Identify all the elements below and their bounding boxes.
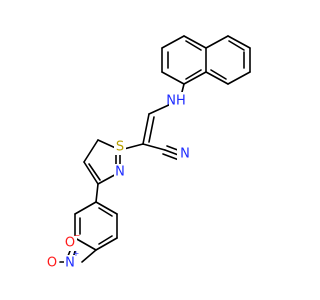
thiazole-n-label: N: [115, 165, 125, 180]
nitro-o-top-charge: −: [74, 231, 81, 240]
nitro-o-top-label: O: [65, 236, 75, 251]
naphthalene-ring: [161, 35, 251, 85]
nitro-n-charge: +: [73, 249, 80, 258]
nitro-n-label: N: [65, 256, 75, 271]
nitrile-n-label: N: [180, 147, 190, 162]
thiazole-ring: [83, 139, 144, 185]
thiazole-s-label: S: [116, 140, 124, 155]
nh-label: NH: [166, 94, 186, 109]
structure-drawing: NH N S N N + O − O: [46, 35, 251, 271]
atom-labels: NH N S N N + O − O: [46, 92, 191, 271]
nitro-o-right-label: O: [47, 256, 57, 271]
molecule-diagram: NH N S N N + O − O: [46, 35, 251, 271]
